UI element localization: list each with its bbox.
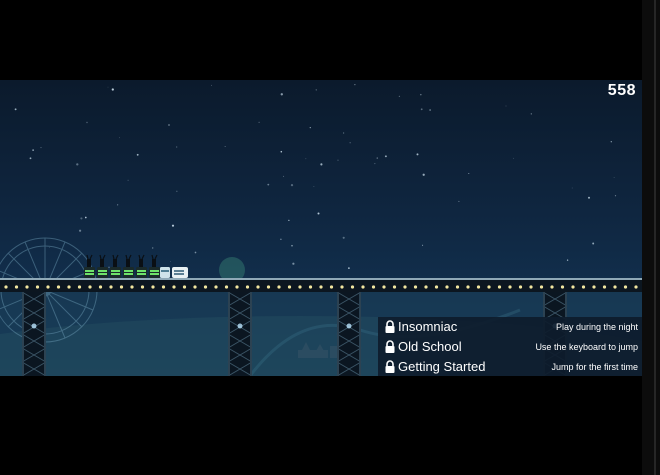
window-edge (642, 0, 660, 475)
trestle-tower (21, 291, 47, 376)
achievement-title: Getting Started (398, 359, 486, 374)
trestle-tower (227, 291, 253, 376)
trestle-tower (336, 291, 362, 376)
lock-icon (385, 320, 395, 333)
achievement-row: Getting Started Jump for the first time (378, 357, 642, 376)
achievement-row: Old School Use the keyboard to jump (378, 337, 642, 357)
lock-icon (385, 360, 395, 373)
achievements-panel: Insomniac Play during the night Old Scho… (378, 317, 642, 376)
lamp-glow (219, 257, 245, 283)
track-lights (4, 285, 638, 289)
train-front-car (172, 267, 188, 278)
achievement-title: Insomniac (398, 319, 458, 334)
coaster-train[interactable] (84, 254, 188, 278)
achievement-description: Use the keyboard to jump (535, 342, 638, 352)
score-counter: 558 (607, 82, 636, 99)
achievement-row: Insomniac Play during the night (378, 317, 642, 337)
achievement-title: Old School (398, 339, 462, 354)
lock-icon (385, 340, 395, 353)
stars (14, 84, 617, 269)
distant-houses (298, 342, 340, 358)
achievement-description: Jump for the first time (551, 362, 638, 372)
achievement-description: Play during the night (555, 322, 638, 332)
track-rail (0, 278, 642, 280)
game-canvas[interactable]: 558 Insomniac Play during the night Old … (0, 80, 642, 376)
